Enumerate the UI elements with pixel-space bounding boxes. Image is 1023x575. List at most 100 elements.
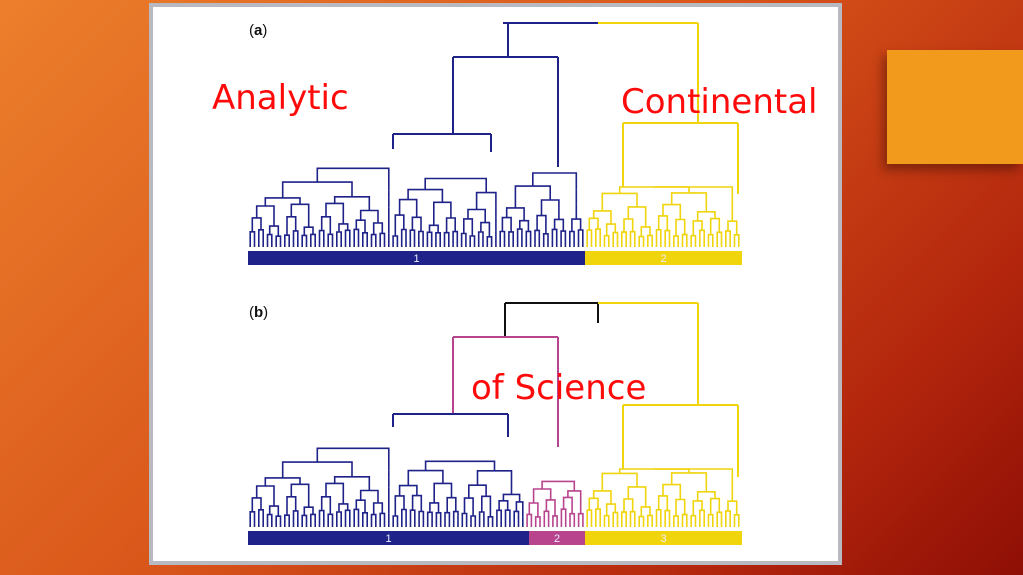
dendrogram-link (621, 231, 627, 247)
dendrogram-link (623, 218, 634, 233)
dendrogram-link (424, 460, 496, 471)
dendrogram-link (670, 472, 708, 492)
dendrogram-link (426, 231, 433, 247)
dendrogram-link (452, 510, 459, 527)
dendrogram-link (290, 483, 310, 508)
dendrogram-link (301, 514, 308, 527)
dendrogram-link (534, 229, 541, 247)
dendrogram-link (487, 516, 494, 527)
dendrogram-link (603, 234, 610, 247)
dendrogram-link (310, 513, 316, 527)
dendrogram-link (638, 235, 645, 247)
dendrogram-link (623, 498, 634, 513)
dendrogram-link (551, 228, 558, 247)
dendrogram-link (725, 510, 731, 527)
dendrogram-link (284, 234, 290, 247)
dendrogram-link (344, 229, 351, 247)
panel-b-label: (b) (249, 304, 268, 321)
dendrogram-link (657, 215, 669, 231)
dendrogram-link (603, 514, 610, 527)
dendrogram-link (601, 472, 638, 491)
dendrogram-link (281, 181, 353, 198)
dendrogram-link (446, 496, 457, 513)
dendrogram-link (526, 513, 533, 527)
dendrogram-link (392, 515, 399, 527)
dendrogram-link (496, 509, 502, 527)
dendrogram-link (318, 229, 325, 247)
dendrogram-link (508, 231, 514, 247)
dendrogram-link (359, 489, 379, 503)
dendrogram-link (362, 232, 368, 247)
dendrogram-link (359, 209, 379, 223)
dendrogram-link (316, 447, 390, 471)
dendrogram-link (429, 502, 440, 513)
dendrogram-link (394, 495, 405, 516)
dendrogram-link (690, 514, 697, 527)
dendrogram-link (275, 515, 282, 527)
dendrogram-link (514, 185, 551, 208)
dendrogram-link (249, 231, 256, 247)
dendrogram-link (281, 461, 353, 478)
dendrogram-link (733, 234, 740, 247)
dendrogram-link (534, 516, 541, 527)
dendrogram-link (480, 221, 491, 237)
dendrogram-link (435, 232, 441, 247)
overlay-of-science: of Science (471, 368, 646, 408)
dendrogram-link (675, 498, 686, 516)
dendrogram-link (355, 219, 366, 233)
dendrogram-link (716, 231, 723, 247)
dendrogram-link (327, 513, 334, 527)
dendrogram-link (595, 228, 601, 247)
dendrogram-link (560, 508, 567, 527)
dendrogram-link (392, 235, 399, 247)
dendrogram-link (725, 230, 731, 247)
dendrogram-link (460, 232, 467, 247)
dendrogram-link (543, 510, 550, 527)
dendrogram-link (716, 511, 723, 527)
dendrogram-link (476, 470, 513, 495)
dendrogram-link (513, 510, 520, 527)
dendrogram-link (505, 207, 525, 221)
cluster-number: 1 (413, 253, 419, 265)
dendrogram-link (605, 223, 617, 236)
dendrogram-link (481, 495, 492, 517)
cluster-segment (585, 531, 742, 545)
dendrogram-link (681, 513, 688, 527)
dendrogram-link (542, 233, 549, 247)
dendrogram-link (433, 201, 452, 226)
dendrogram-link (699, 229, 705, 247)
dendrogram-link (426, 511, 433, 527)
dendrogram-link (409, 229, 416, 247)
dendrogram-link (258, 509, 264, 527)
dendrogram-link (654, 468, 734, 471)
dendrogram-link (612, 231, 619, 247)
dendrogram-link (327, 233, 334, 247)
dendrogram-link (733, 514, 740, 527)
dendrogram-link (475, 191, 497, 210)
dendrogram-link (266, 513, 273, 527)
dendrogram-link (445, 217, 456, 233)
dendrogram-link (411, 216, 422, 232)
dendrogram-link (654, 186, 734, 191)
dendrogram-link (681, 233, 688, 247)
dendrogram-b-leaves (249, 447, 740, 527)
dendrogram-link (394, 214, 405, 236)
dendrogram-link (696, 211, 716, 221)
dendrogram-link (662, 203, 682, 220)
cluster-number: 2 (554, 533, 560, 545)
dendrogram-link (586, 509, 593, 527)
dendrogram-link (318, 509, 325, 527)
dendrogram-link (655, 229, 662, 247)
dendrogram-a-leaves (249, 167, 740, 247)
dendrogram-link (562, 496, 573, 514)
dendrogram-link (400, 228, 407, 247)
dendrogram-link (621, 511, 627, 527)
dendrogram-link (577, 512, 584, 527)
dendrogram-link (286, 496, 297, 516)
dendrogram-link (629, 230, 636, 247)
dendrogram-link (344, 509, 351, 527)
dendrogram-link (515, 501, 524, 517)
